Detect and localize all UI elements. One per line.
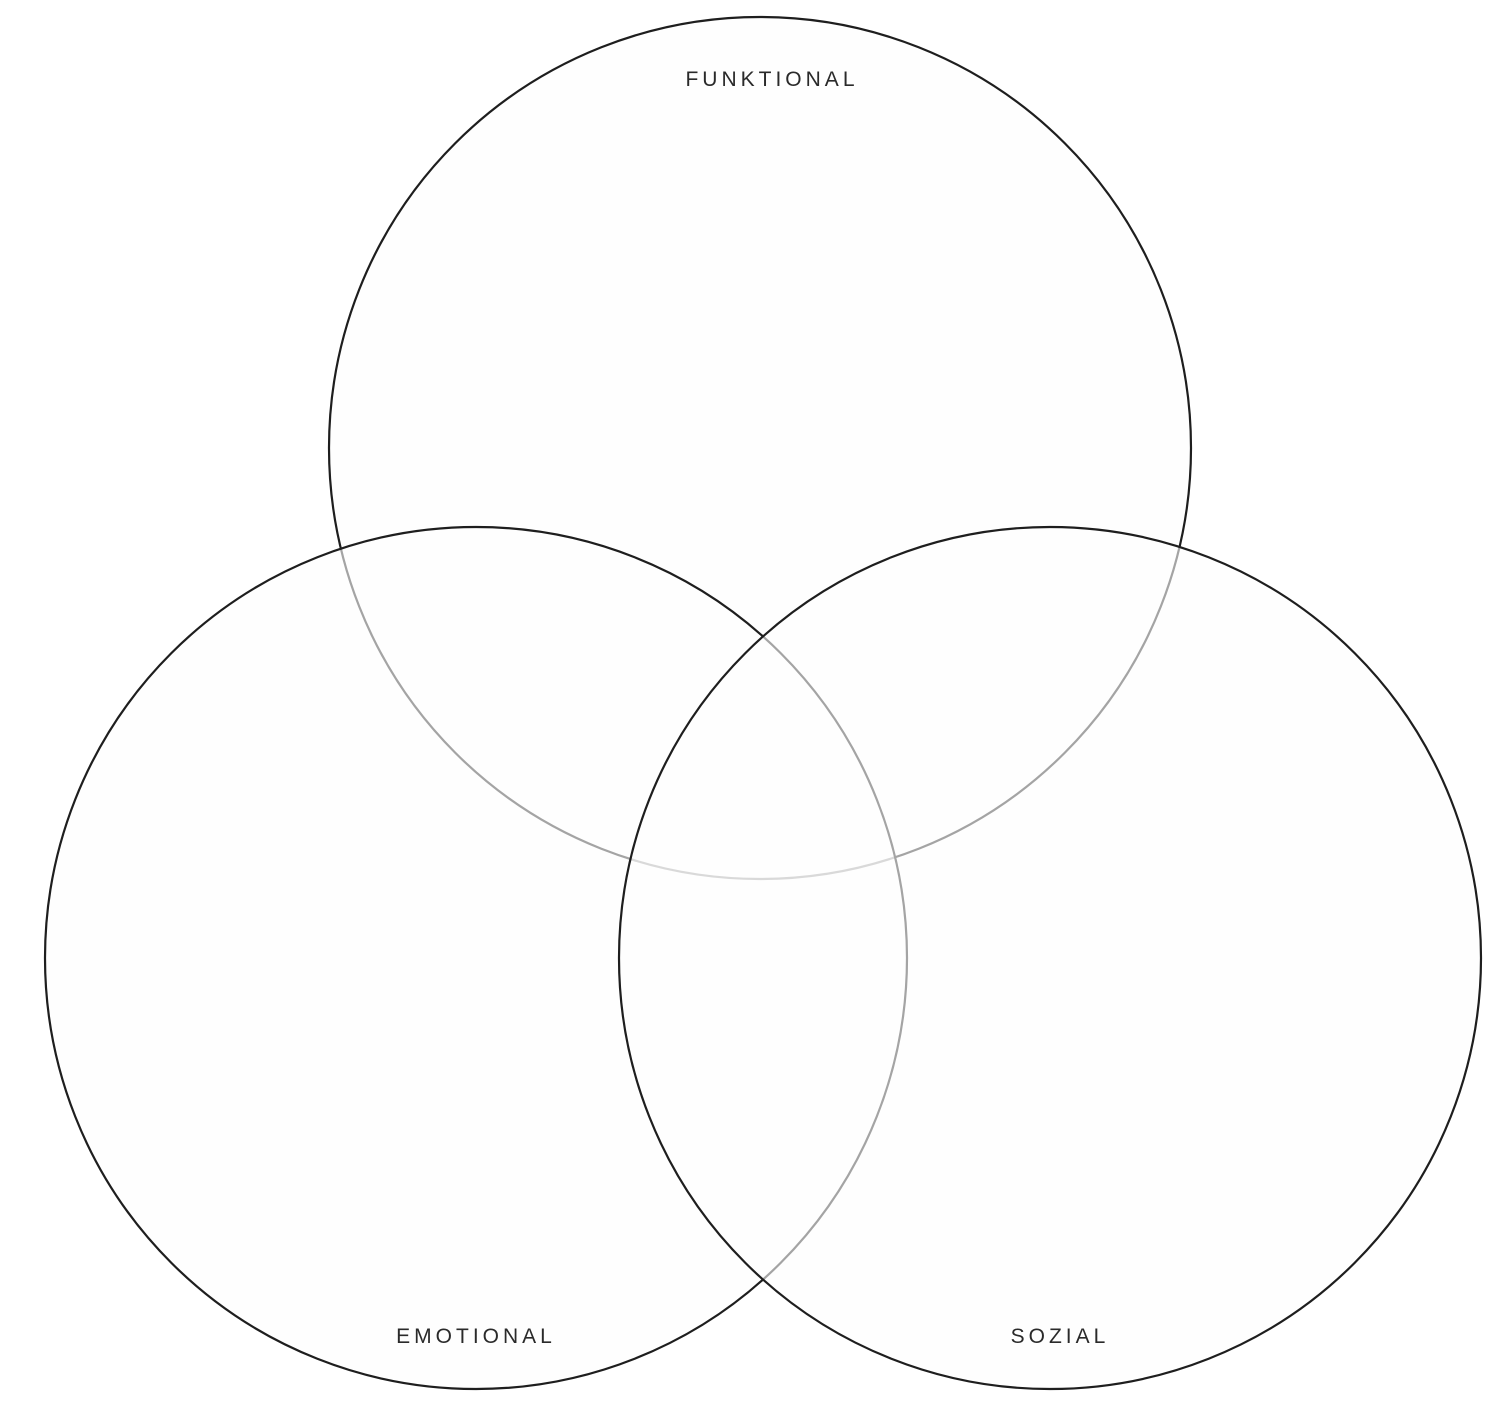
label-funktional: FUNKTIONAL xyxy=(685,68,858,91)
circle-sozial xyxy=(617,525,1483,1391)
label-emotional: EMOTIONAL xyxy=(396,1325,556,1348)
label-sozial: SOZIAL xyxy=(1011,1325,1110,1348)
